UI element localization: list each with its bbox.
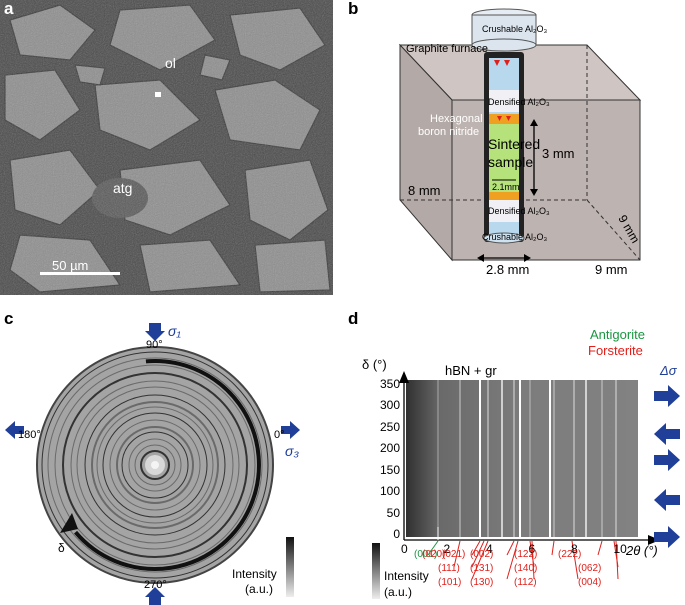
y-tick-label: 350 <box>379 376 400 391</box>
furnace-diagram <box>398 8 642 262</box>
diffraction-ring <box>128 438 182 492</box>
dim-8mm-label: 8 mm <box>408 183 441 198</box>
sigma3-label: σ₃ <box>285 443 299 459</box>
y-axis-label: δ (°) <box>362 357 387 372</box>
x-tick-label: 0 <box>401 542 408 556</box>
diffraction-ring <box>47 357 263 573</box>
delta-label: δ <box>58 541 65 555</box>
angle-0-label: 0° <box>274 429 285 441</box>
y-tick-label: 50 <box>386 505 400 520</box>
peak-label: (130) <box>470 577 494 588</box>
peak-label: (111) <box>438 563 460 574</box>
height-3mm-label: 3 mm <box>542 146 575 161</box>
peak-label-001: (001) <box>414 549 438 560</box>
x-tick-label: 10 <box>613 542 627 556</box>
width-2-1mm-label: 2.1mm <box>492 182 520 192</box>
grain-label-ol: ol <box>165 55 176 71</box>
peak-label: (112) <box>514 577 537 588</box>
y-tick-label: 300 <box>379 398 400 412</box>
peak-label: (004) <box>578 577 602 588</box>
sigma1-label: σ₁ <box>168 323 181 339</box>
hbn-label-1: Hexagonal <box>430 113 483 125</box>
y-tick-label: 250 <box>379 419 400 434</box>
x-axis-label: 2θ (°) <box>626 543 658 558</box>
diffraction-ring <box>41 351 269 579</box>
hbn-gr-label: hBN + gr <box>445 363 497 378</box>
d-intensity-unit: (a.u.) <box>384 585 413 599</box>
legend-antigorite: Antigorite <box>590 327 645 342</box>
densified-bottom-label: Densified Al₂O₃ <box>488 206 550 216</box>
diffraction-ring <box>91 401 219 529</box>
peak-label: (122) <box>514 549 538 560</box>
x-tick-label: 4 <box>486 542 493 556</box>
diffraction-ring <box>109 419 201 511</box>
diffraction-ring <box>76 386 234 544</box>
diffraction-ring <box>62 372 248 558</box>
panel-c: c σ₁ 90° 180° 0° σ₃ δ 270° Intensity (a.… <box>0 305 333 605</box>
angle-270-label: 270° <box>144 579 167 591</box>
y-tick-label: 200 <box>379 441 400 455</box>
peak-label: (020) <box>422 549 446 560</box>
diffraction-ring <box>116 426 194 504</box>
grain-label-atg: atg <box>113 180 133 196</box>
unrolled-diffraction-image <box>372 371 680 599</box>
sintered-label-1: Sintered <box>488 136 541 152</box>
dim-9mm-width-label: 9 mm <box>595 262 628 277</box>
diffraction-ring <box>102 412 208 518</box>
y-tick-label: 150 <box>379 462 400 477</box>
sintered-label-2: sample <box>488 154 534 170</box>
panel-a-label: a <box>4 0 14 18</box>
dim-2-8mm-label: 2.8 mm <box>486 262 530 277</box>
d-intensity-label: Intensity <box>384 569 429 583</box>
hbn-label-2: boron nitride <box>418 126 480 138</box>
angle-180-label: 180° <box>18 429 41 441</box>
diffraction-ring-image <box>5 323 300 605</box>
intensity-unit-label: (a.u.) <box>245 582 274 596</box>
intensity-label: Intensity <box>232 567 277 581</box>
legend-forsterite: Forsterite <box>588 343 643 358</box>
delta-sigma-label: Δσ <box>660 363 677 378</box>
peak-label: (131) <box>470 563 494 574</box>
sem-micrograph <box>0 0 333 295</box>
y-tick-label: 0 <box>393 527 400 541</box>
x-tick-label: 6 <box>528 542 536 556</box>
x-tick-label: 8 <box>571 542 578 556</box>
panel-d: d <box>342 305 685 605</box>
peak-label: (140) <box>514 563 538 574</box>
panel-b-label: b <box>348 0 359 18</box>
panel-d-label: d <box>348 309 359 328</box>
peak-label: (021) <box>442 549 466 560</box>
graphite-furnace-label: Graphite furnace <box>406 43 488 55</box>
densified-top-label: Densified Al₂O₃ <box>488 97 550 107</box>
diffraction-ring <box>140 450 170 480</box>
scalebar-label: 50 µm <box>52 258 89 273</box>
panel-a: a ol atg 50 µm <box>0 0 333 295</box>
crushable-bottom-label: Crushable Al₂O₃ <box>482 232 548 242</box>
peak-label: (101) <box>438 577 462 588</box>
x-tick-label: 2 <box>443 542 451 556</box>
panel-c-label: c <box>4 309 14 328</box>
diffraction-ring <box>96 406 214 524</box>
diffraction-ring <box>121 431 189 499</box>
peak-label: (002) <box>470 549 494 560</box>
diffraction-ring <box>70 380 240 550</box>
y-tick-label: 100 <box>379 484 400 498</box>
crushable-top-label: Crushable Al₂O₃ <box>482 24 548 34</box>
diffraction-ring <box>134 444 176 486</box>
diffraction-ring <box>54 364 256 566</box>
diffraction-ring <box>84 394 226 536</box>
angle-90-label: 90° <box>146 339 163 351</box>
peak-label: (062) <box>578 563 602 574</box>
peak-label: (222) <box>558 549 582 560</box>
panel-b: b <box>342 0 685 295</box>
